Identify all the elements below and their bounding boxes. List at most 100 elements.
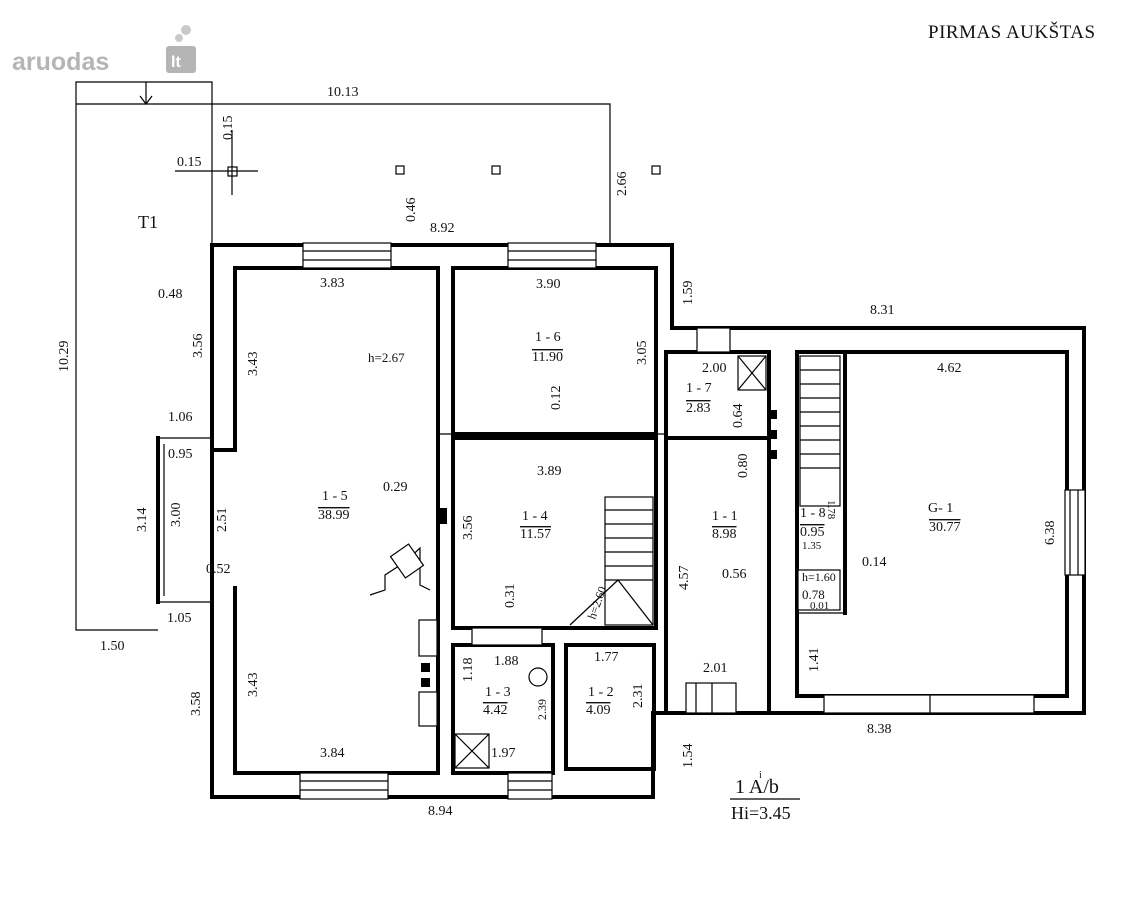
room-area: 30.77 <box>929 520 961 535</box>
logo-smoke-icon <box>181 25 191 35</box>
room-code: 1 - 7 <box>686 381 712 396</box>
svg-text:3.14: 3.14 <box>135 508 150 533</box>
room-code: 1 - 6 <box>535 330 561 345</box>
svg-text:0.56: 0.56 <box>722 567 747 582</box>
svg-text:4.57: 4.57 <box>677 566 692 591</box>
post-marker <box>395 165 405 175</box>
svg-text:1.97: 1.97 <box>491 746 516 761</box>
svg-text:1.05: 1.05 <box>167 611 192 626</box>
height-label: h=1.60 <box>802 570 836 584</box>
designation-text: 1 A/b <box>735 776 779 798</box>
designation-sup: i <box>759 770 762 781</box>
svg-text:3.56: 3.56 <box>461 516 476 541</box>
svg-text:2.31: 2.31 <box>631 684 646 709</box>
svg-text:3.43: 3.43 <box>246 352 261 377</box>
svg-text:0.14: 0.14 <box>862 555 887 570</box>
room-code: 1 - 5 <box>322 489 348 504</box>
svg-text:0.31: 0.31 <box>503 584 518 609</box>
room-code: 1 - 3 <box>485 685 511 700</box>
svg-text:10.29: 10.29 <box>57 341 72 373</box>
svg-text:3.00: 3.00 <box>169 503 184 528</box>
room-code: 1 - 1 <box>712 509 738 524</box>
logo-tld-text: lt <box>171 54 181 71</box>
svg-text:3.58: 3.58 <box>189 692 204 717</box>
toilet-icon <box>528 667 548 687</box>
svg-text:1.06: 1.06 <box>168 410 193 425</box>
svg-text:1.88: 1.88 <box>494 654 519 669</box>
svg-text:0.48: 0.48 <box>158 287 183 302</box>
svg-text:1.41: 1.41 <box>807 648 822 673</box>
room-labels: 1 - 5 38.99 1 - 6 11.90 1 - 7 2.83 1 - 4… <box>318 330 961 718</box>
stove-icon <box>418 691 438 727</box>
room-area: 38.99 <box>318 508 350 523</box>
svg-text:8.31: 8.31 <box>870 303 895 318</box>
svg-text:0.01: 0.01 <box>810 600 829 612</box>
post-marker <box>491 165 501 175</box>
fixtures <box>369 355 841 769</box>
windows <box>299 242 1086 800</box>
aruodas-logo: aruodas lt <box>12 25 196 76</box>
svg-text:3.89: 3.89 <box>537 464 562 479</box>
svg-text:1.18: 1.18 <box>461 658 476 683</box>
svg-text:0.15: 0.15 <box>221 116 236 141</box>
svg-text:1.54: 1.54 <box>681 744 696 769</box>
svg-text:0.15: 0.15 <box>177 155 202 170</box>
svg-text:3.83: 3.83 <box>320 276 345 291</box>
svg-text:3.05: 3.05 <box>635 341 650 366</box>
room-code: 1 - 2 <box>588 685 614 700</box>
svg-text:1.78: 1.78 <box>825 500 837 520</box>
height-label: h=2.60 <box>585 584 610 621</box>
svg-text:1.59: 1.59 <box>681 281 696 306</box>
logo-smoke-icon <box>175 34 183 42</box>
svg-text:0.64: 0.64 <box>731 404 746 429</box>
room-area: 4.09 <box>586 703 611 718</box>
post-marker <box>651 165 661 175</box>
svg-text:0.95: 0.95 <box>168 447 193 462</box>
svg-text:4.62: 4.62 <box>937 361 962 376</box>
building-designation: 1 A/b i Hi=3.45 <box>730 770 800 823</box>
svg-text:0.29: 0.29 <box>383 480 408 495</box>
svg-text:1.35: 1.35 <box>802 540 822 552</box>
logo-brand-text: aruodas <box>12 48 109 76</box>
svg-text:0.52: 0.52 <box>206 562 231 577</box>
svg-text:0.78: 0.78 <box>802 587 825 602</box>
svg-text:0.80: 0.80 <box>736 454 751 479</box>
svg-text:1.50: 1.50 <box>100 639 125 654</box>
building-height-label: Hi=3.45 <box>731 803 791 823</box>
page-title: PIRMAS AUKŠTAS <box>928 21 1096 43</box>
vent-icon <box>437 508 447 524</box>
svg-text:1.77: 1.77 <box>594 650 619 665</box>
svg-text:2.01: 2.01 <box>703 661 728 676</box>
room-area: 8.98 <box>712 527 737 542</box>
svg-text:3.56: 3.56 <box>191 334 206 359</box>
terrace-outline <box>75 81 611 631</box>
sink-icon <box>418 619 438 657</box>
svg-text:8.92: 8.92 <box>430 221 455 236</box>
room-area: 11.90 <box>532 350 563 365</box>
svg-text:0.46: 0.46 <box>404 198 419 223</box>
room-area: 4.42 <box>483 703 508 718</box>
svg-text:0.12: 0.12 <box>549 386 564 411</box>
terrace-label: T1 <box>138 212 158 232</box>
svg-text:2.66: 2.66 <box>615 172 630 197</box>
svg-text:8.38: 8.38 <box>867 722 892 737</box>
dimension-labels: 10.13 0.15 0.15 2.66 0.46 8.92 10.29 0.4… <box>57 85 1058 819</box>
room-area: 0.95 <box>800 525 825 540</box>
logo-badge <box>166 46 196 73</box>
svg-text:2.51: 2.51 <box>215 508 230 533</box>
room-area: 11.57 <box>520 527 551 542</box>
svg-text:2.39: 2.39 <box>535 699 549 720</box>
svg-text:10.13: 10.13 <box>327 85 359 100</box>
svg-text:3.90: 3.90 <box>536 277 561 292</box>
room-code: 1 - 8 <box>800 506 826 521</box>
room-code: 1 - 4 <box>522 509 548 524</box>
height-label: h=2.67 <box>368 350 405 365</box>
staircase <box>569 355 841 626</box>
room-area: 2.83 <box>686 401 711 416</box>
room-code: G- 1 <box>928 501 953 516</box>
svg-text:2.00: 2.00 <box>702 361 727 376</box>
svg-text:6.38: 6.38 <box>1043 521 1058 546</box>
svg-text:3.84: 3.84 <box>320 746 345 761</box>
svg-text:8.94: 8.94 <box>428 804 453 819</box>
